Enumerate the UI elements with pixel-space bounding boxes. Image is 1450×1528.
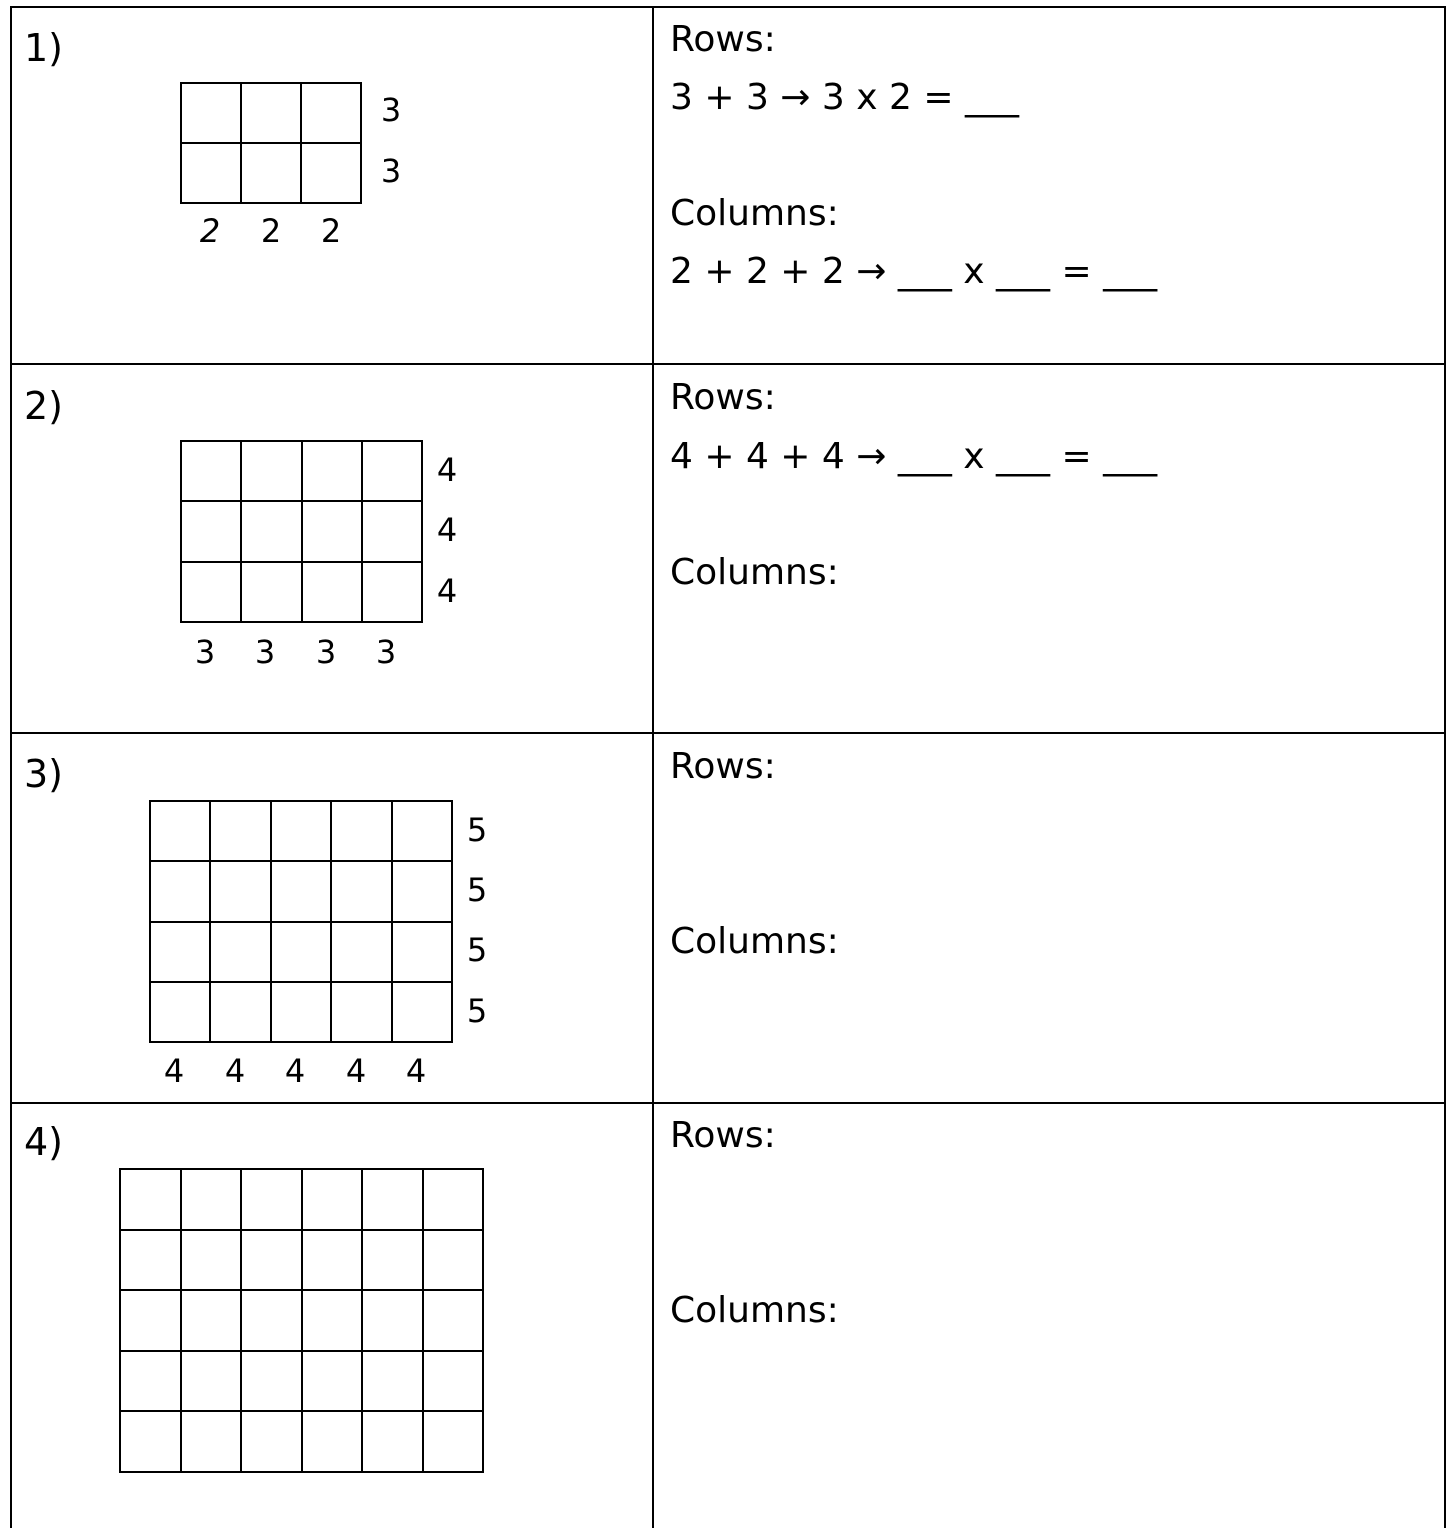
problem-3-line-1: Rows: (670, 746, 776, 787)
row-label: 5 (466, 931, 488, 969)
column-label: 4 (224, 1052, 246, 1090)
row-divider-3 (10, 1102, 1446, 1104)
column-label: 2 (260, 212, 282, 250)
problem-2-line-4: Columns: (670, 552, 839, 593)
frame-left (10, 6, 12, 1528)
column-label: 4 (405, 1052, 427, 1090)
column-label: 4 (345, 1052, 367, 1090)
problem-2-grid (180, 440, 423, 623)
frame-top (10, 6, 1446, 8)
problem-1-number: 1) (24, 26, 64, 70)
problem-4-line-1: Rows: (670, 1115, 776, 1156)
problem-4-line-4: Columns: (670, 1290, 839, 1331)
row-label: 3 (380, 152, 402, 190)
column-label: 3 (254, 633, 276, 671)
problem-2-number: 2) (24, 384, 64, 428)
problem-3-number: 3) (24, 752, 64, 796)
column-label: 3 (194, 633, 216, 671)
frame-middle (652, 6, 654, 1528)
problem-4-number: 4) (24, 1120, 64, 1164)
frame-right (1444, 6, 1446, 1528)
problem-3-grid (149, 800, 453, 1043)
column-label: 4 (163, 1052, 185, 1090)
problem-3-line-4: Columns: (670, 921, 839, 962)
row-label: 4 (436, 511, 458, 549)
problem-2-line-2: 4 + 4 + 4 → ___ x ___ = ___ (670, 436, 1158, 477)
column-label: 2 (320, 212, 342, 250)
problem-1-line-1: Rows: (670, 19, 776, 60)
column-label: 3 (375, 633, 397, 671)
problem-1-line-2: 3 + 3 → 3 x 2 = ___ (670, 77, 1019, 118)
problem-1-line-5: 2 + 2 + 2 → ___ x ___ = ___ (670, 251, 1158, 292)
column-label: 4 (284, 1052, 306, 1090)
row-label: 3 (380, 91, 402, 129)
row-divider-1 (10, 363, 1446, 365)
row-label: 5 (466, 992, 488, 1030)
row-label: 5 (466, 811, 488, 849)
problem-2-line-1: Rows: (670, 377, 776, 418)
problem-1-line-4: Columns: (670, 193, 839, 234)
row-label: 4 (436, 451, 458, 489)
row-divider-2 (10, 732, 1446, 734)
row-label: 5 (466, 871, 488, 909)
column-label: 2 (199, 212, 221, 250)
problem-1-grid (180, 82, 362, 204)
problem-4-grid (119, 1168, 484, 1473)
row-label: 4 (436, 572, 458, 610)
column-label: 3 (315, 633, 337, 671)
